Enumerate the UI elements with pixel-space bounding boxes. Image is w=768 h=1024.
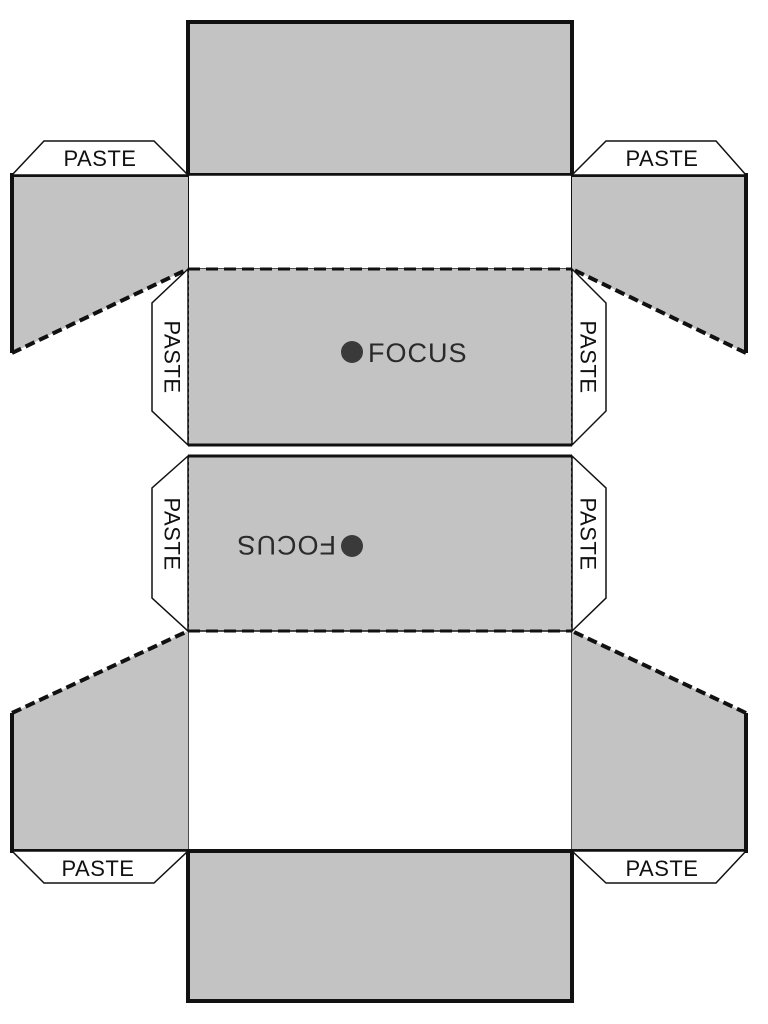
top-end-panel: [186, 20, 574, 177]
upper-left-flap: [12, 175, 188, 353]
paste-label-top-right: PASTE: [625, 146, 698, 171]
upper-left-flap-fold: [11, 267, 189, 355]
paste-label-lower-right: PASTE: [576, 497, 601, 570]
upper-focus-panel: [188, 269, 572, 445]
paste-tab-bottom-left: [10, 850, 190, 884]
focus-dot-lower: [341, 535, 363, 557]
paste-label-top-left: PASTE: [63, 146, 136, 171]
focus-label-upper: FOCUS: [368, 338, 468, 368]
top-white-panel: [187, 174, 573, 270]
bottom-end-panel: [186, 849, 574, 1003]
paste-tab-lower-left: [151, 454, 189, 633]
paste-label-upper-right: PASTE: [576, 320, 601, 393]
paste-label-bottom-right: PASTE: [625, 856, 698, 881]
paste-tab-bottom-right: [570, 850, 748, 884]
paste-tab-top-right: [570, 140, 748, 176]
lower-left-flap-fold: [11, 629, 189, 715]
paste-tab-upper-left: [151, 267, 189, 447]
paste-tab-upper-right: [571, 267, 607, 447]
paste-label-upper-left: PASTE: [160, 320, 185, 393]
lower-right-flap-fold: [571, 629, 747, 715]
paste-tab-top-left: [10, 140, 190, 176]
lower-left-flap: [12, 631, 188, 851]
focus-dot-upper: [341, 341, 363, 363]
paste-label-lower-left: PASTE: [160, 497, 185, 570]
paste-label-bottom-left: PASTE: [61, 856, 134, 881]
upper-right-flap: [572, 175, 746, 353]
lower-right-flap: [572, 631, 746, 851]
upper-right-flap-fold: [571, 267, 747, 355]
bottom-white-panel: [187, 630, 573, 852]
focus-label-lower: FOCUS: [237, 530, 337, 560]
lower-focus-panel: [188, 456, 572, 631]
paste-tab-lower-right: [571, 454, 607, 633]
